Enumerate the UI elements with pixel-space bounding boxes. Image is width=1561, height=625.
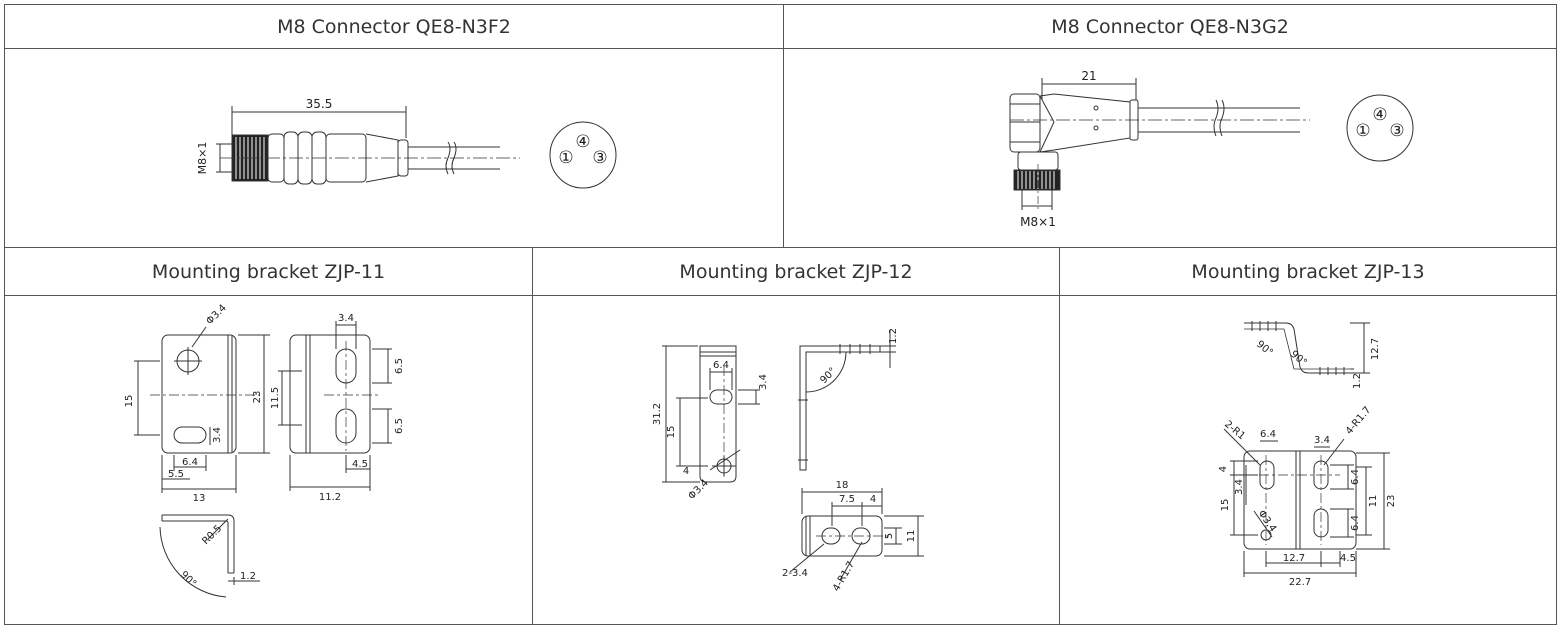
zjp13-dim-4: 4 xyxy=(1218,466,1229,472)
zjp13-dim-12-7: 12.7 xyxy=(1370,338,1381,360)
zjp13-thick: 1.2 xyxy=(1352,373,1363,389)
dim-length-n3f2: 35.5 xyxy=(306,97,333,111)
zjp12-dim-3-4: 3.4 xyxy=(758,374,769,390)
grid-mid-a xyxy=(532,247,533,625)
dim-length-n3g2: 21 xyxy=(1081,69,1096,83)
zjp12-dim-7-5: 7.5 xyxy=(839,494,855,505)
zjp11-slot-w: 3.4 xyxy=(212,427,223,443)
zjp12-dim-4b: 4 xyxy=(870,494,876,505)
zjp12-dim-15: 15 xyxy=(666,426,677,439)
pin-label-4: ④ xyxy=(575,132,590,152)
zjp11-side-4-5: 4.5 xyxy=(352,459,368,470)
zjp12-radius: 4-R1.7 xyxy=(831,560,857,594)
grid-left xyxy=(4,4,5,625)
zjp13-dim-23: 23 xyxy=(1386,495,1397,508)
pin-label-1: ① xyxy=(558,148,573,168)
header-qe8-n3g2: M8 Connector QE8-N3G2 xyxy=(1051,15,1289,38)
zjp13-dim-11: 11 xyxy=(1368,495,1379,508)
header-zjp-12: Mounting bracket ZJP-12 xyxy=(679,260,913,283)
zjp11-dim-5-5: 5.5 xyxy=(168,469,184,480)
grid-row3 xyxy=(4,295,1557,296)
zjp11-bend-angle: 90° xyxy=(178,569,198,589)
zjp11-dim-23: 23 xyxy=(252,391,263,404)
zjp12-dim-31-2: 31.2 xyxy=(652,403,663,425)
grid-mid-top xyxy=(783,4,784,247)
dim-thread-n3g2: M8×1 xyxy=(1020,215,1056,229)
zjp11-side-6-5b: 6.5 xyxy=(394,418,405,434)
pin-label-4b: ④ xyxy=(1372,105,1387,125)
drawing-zjp-12: 31.2 6.4 3.4 15 4 Φ3.4 1.2 90° 18 7.5 4 … xyxy=(652,328,924,594)
zjp13-dim-12-7b: 12.7 xyxy=(1283,553,1305,564)
drawing-zjp-13: 90° 90° 12.7 1.2 2-R1 6.4 3.4 4-R1.7 4 6… xyxy=(1218,321,1397,588)
drawing-zjp-11: Φ3.4 15 23 3.4 6.4 5.5 13 3.4 6.5 11.5 6… xyxy=(124,303,405,598)
zjp11-side-11-2: 11.2 xyxy=(319,492,341,503)
zjp13-angle-a: 90° xyxy=(1254,339,1275,359)
zjp13-dim-6-4c: 6.4 xyxy=(1350,515,1361,531)
zjp12-angle: 90° xyxy=(818,366,838,386)
zjp12-dim-18: 18 xyxy=(836,480,849,491)
zjp13-dim-3-4b: 3.4 xyxy=(1234,479,1245,495)
drawing-qe8-n3g2: 21 M8×1 ① ④ ③ xyxy=(1009,69,1414,229)
zjp11-dim-6-4: 6.4 xyxy=(182,457,198,468)
zjp11-side-11-5: 11.5 xyxy=(270,387,281,409)
zjp11-dim-15: 15 xyxy=(124,395,135,408)
zjp13-dim-4-5: 4.5 xyxy=(1340,553,1356,564)
zjp13-r17: 4-R1.7 xyxy=(1344,405,1374,437)
zjp13-angle-b: 90° xyxy=(1288,349,1309,369)
grid-row2 xyxy=(4,247,1557,248)
zjp13-dim-6-4b: 6.4 xyxy=(1350,469,1361,485)
zjp12-holes: 2-3.4 xyxy=(782,568,808,579)
grid-top xyxy=(4,4,1557,5)
zjp11-thick: 1.2 xyxy=(240,571,256,582)
zjp12-hole-dia: Φ3.4 xyxy=(686,478,711,503)
zjp12-dim-6-4: 6.4 xyxy=(713,360,729,371)
zjp12-dim-4: 4 xyxy=(683,466,689,477)
zjp11-side-6-5a: 6.5 xyxy=(394,358,405,374)
pin-label-1b: ① xyxy=(1355,121,1370,141)
zjp11-dim-13: 13 xyxy=(193,493,206,504)
pin-label-3: ③ xyxy=(592,148,607,168)
zjp13-dim-6-4: 6.4 xyxy=(1260,429,1276,440)
grid-row1 xyxy=(4,48,1557,49)
header-zjp-11: Mounting bracket ZJP-11 xyxy=(151,260,386,283)
zjp13-hole-dia: Φ3.4 xyxy=(1256,508,1279,534)
dim-thread-n3f2: M8×1 xyxy=(196,142,209,175)
zjp12-dim-11: 11 xyxy=(906,530,917,543)
zjp11-side-3-4: 3.4 xyxy=(338,313,354,324)
header-zjp-13: Mounting bracket ZJP-13 xyxy=(1191,260,1425,283)
grid-right xyxy=(1556,4,1557,625)
zjp11-hole-dia: Φ3.4 xyxy=(204,303,229,328)
pin-label-3b: ③ xyxy=(1389,121,1404,141)
grid-mid-b xyxy=(1059,247,1060,625)
zjp13-dim-3-4: 3.4 xyxy=(1314,435,1330,446)
zjp13-dim-22-7: 22.7 xyxy=(1289,577,1311,588)
zjp12-thick: 1.2 xyxy=(888,328,899,344)
drawing-qe8-n3f2: 35.5 M8×1 ① ④ ③ xyxy=(196,97,617,189)
zjp12-dim-5: 5 xyxy=(884,533,895,539)
header-qe8-n3f2: M8 Connector QE8-N3F2 xyxy=(277,15,511,38)
zjp13-dim-15: 15 xyxy=(1220,499,1231,512)
